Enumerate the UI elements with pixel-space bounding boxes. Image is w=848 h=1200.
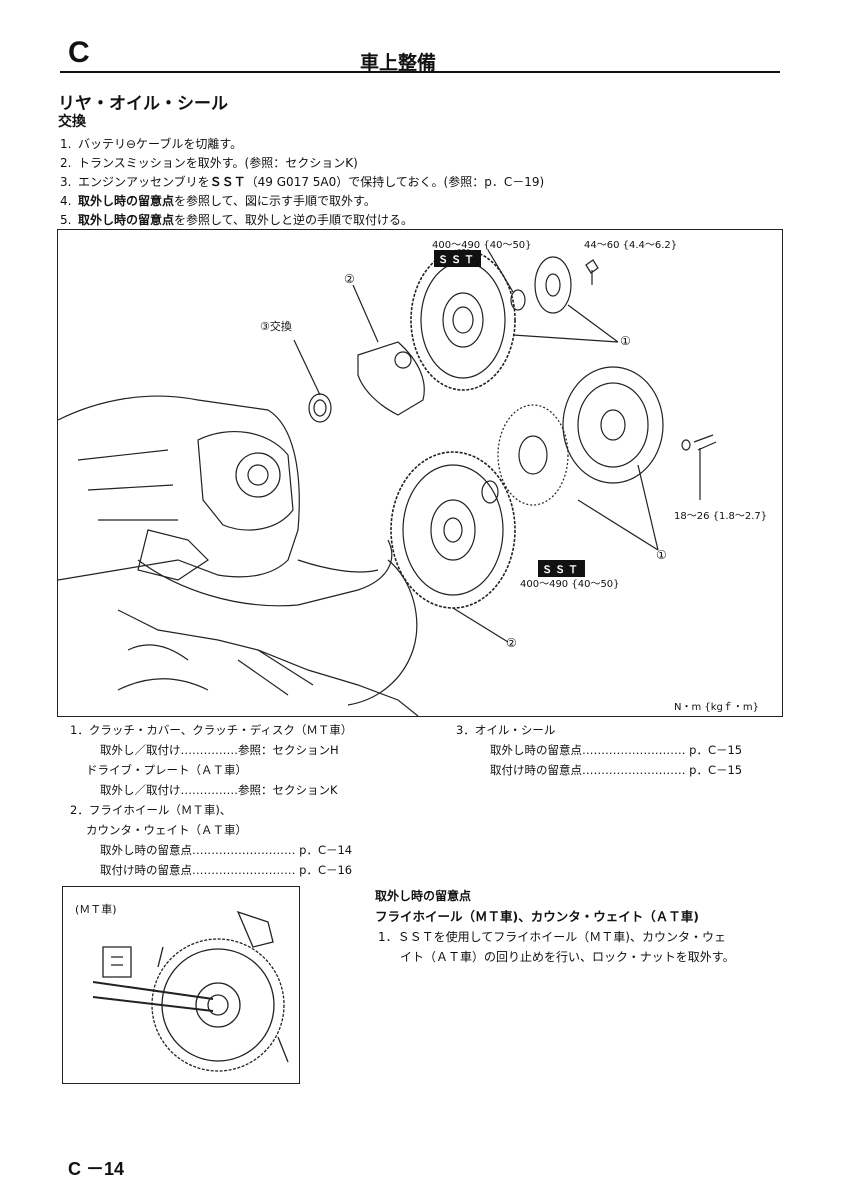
torque-label-top: 400～490 {40～50} (432, 240, 532, 251)
step-text-post: を参照して、図に示す手順で取外す。 (174, 194, 376, 208)
torque-label-cover: 18～26 {1.8～2.7} (674, 511, 768, 522)
callout-3: ③交換 (260, 320, 292, 333)
removal-note-step-1: 1．ＳＳＴを使用してフライホイール（ＭＴ車)、カウンタ・ウェ (378, 928, 726, 945)
caption-item-3-install: 取付け時の留意点……………………… p．C－15 (490, 763, 743, 777)
caption-item-2-removal: 取外し時の留意点……………………… p．C－14 (100, 843, 353, 857)
torque-units: N・m {kgｆ・m} (674, 702, 760, 713)
callout-1-bottom: ① (656, 548, 667, 562)
header-title: 車上整備 (360, 52, 437, 74)
caption-item-2: 2．フライホイール（ＭＴ車)、 (70, 803, 232, 817)
sst-badge-top: ＳＳＴ (434, 250, 481, 267)
caption-item-3: 3．オイル・シール (456, 723, 556, 737)
header-rule (60, 71, 780, 73)
step-emphasis: 取外し時の留意点 (78, 194, 175, 208)
step-3: 3. エンジンアッセンブリをＳＳＴ（49 G017 5A0）で保持しておく。(参照… (60, 173, 544, 190)
mt-label: (ＭＴ車) (75, 903, 117, 916)
removal-notes-heading: 取外し時の留意点 (375, 889, 472, 903)
step-1: 1. バッテリ⊖ケーブルを切離す。 (60, 135, 242, 152)
torque-label-bolt: 44～60 {4.4～6.2} (584, 240, 678, 251)
flywheel-sst-drawing (92, 910, 289, 1072)
step-number: 1. (60, 137, 72, 151)
caption-item-2-install: 取付け時の留意点……………………… p．C－16 (100, 863, 353, 877)
exploded-view-drawing (58, 249, 717, 716)
caption-item-1-at-ref: 取外し／取付け……………参照：セクションK (100, 783, 338, 797)
step-text-pre: エンジンアッセンブリを (78, 175, 210, 189)
step-number: 3. (60, 175, 72, 189)
callout-1-top: ① (620, 334, 631, 348)
step-4: 4. 取外し時の留意点を参照して、図に示す手順で取外す。 (60, 192, 376, 209)
callout-2-bottom: ② (506, 636, 517, 650)
note-step-number: 1． (378, 930, 398, 944)
step-text-post: （49 G017 5A0）で保持しておく。(参照：p．C－19) (245, 175, 545, 189)
step-number: 2. (60, 156, 72, 170)
caption-item-1: 1．クラッチ・カバー、クラッチ・ディスク（ＭＴ車） (70, 723, 353, 737)
step-number: 5. (60, 213, 72, 227)
caption-item-2-at: カウンタ・ウェイト（ＡＴ車） (86, 823, 247, 837)
sst-emphasis: ＳＳＴ (209, 175, 246, 189)
step-2: 2. トランスミッションを取外す。(参照：セクションK) (60, 154, 358, 171)
removal-note-step-1-cont: イト（ＡＴ車）の回り止めを行い、ロック・ナットを取外す。 (400, 950, 735, 964)
caption-item-3-removal: 取外し時の留意点……………………… p．C－15 (490, 743, 743, 757)
mt-flywheel-figure: (ＭＴ車) (62, 886, 300, 1084)
step-text: トランスミッションを取外す。(参照：セクションK) (78, 156, 358, 170)
step-text: バッテリ⊖ケーブルを切離す。 (78, 137, 243, 151)
torque-label-bottom: 400～490 {40～50} (520, 579, 620, 590)
step-5: 5. 取外し時の留意点を参照して、取外しと逆の手順で取付ける。 (60, 211, 413, 228)
step-emphasis: 取外し時の留意点 (78, 213, 175, 227)
section-letter: C (68, 36, 90, 69)
section-title: リヤ・オイル・シール (58, 94, 228, 114)
page-number: C －14 (68, 1159, 125, 1179)
exploded-view-figure: 400～490 {40～50} ＳＳＴ 44～60 {4.4～6.2} 18～2… (57, 229, 783, 717)
step-number: 4. (60, 194, 72, 208)
step-text-post: を参照して、取外しと逆の手順で取付ける。 (174, 213, 414, 227)
note-step-text: ＳＳＴを使用してフライホイール（ＭＴ車)、カウンタ・ウェ (397, 930, 726, 944)
sst-badge-bottom: ＳＳＴ (538, 560, 585, 577)
caption-item-1-at: ドライブ・プレート（ＡＴ車） (86, 763, 247, 777)
callout-2-top: ② (344, 272, 355, 286)
sub-title: 交換 (58, 114, 86, 130)
removal-notes-subheading: フライホイール（ＭＴ車)、カウンタ・ウェイト（ＡＴ車) (375, 909, 699, 924)
caption-item-1-ref: 取外し／取付け……………参照：セクションH (100, 743, 339, 757)
